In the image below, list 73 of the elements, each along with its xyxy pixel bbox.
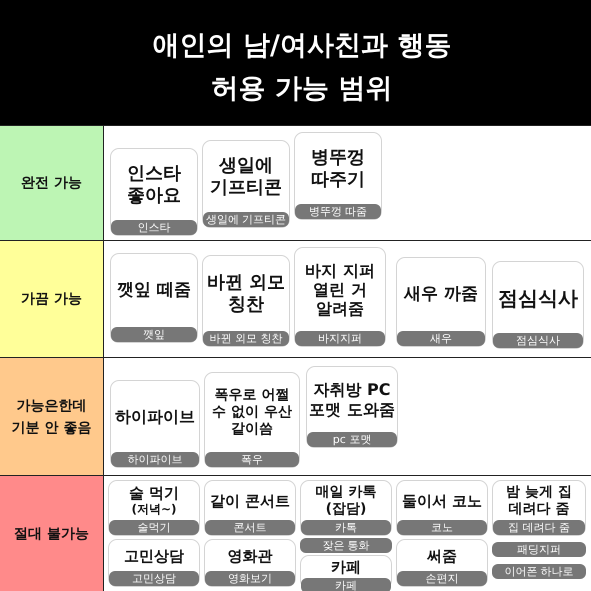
caption-tag: 잦은 통화 <box>300 538 392 553</box>
card-title: 생일에 기프티콘 <box>209 154 283 198</box>
item-card <box>110 148 198 236</box>
item-card <box>396 539 488 587</box>
card-title: 자취방 PC 포맷 도와줌 <box>309 380 395 419</box>
item-card <box>204 539 296 587</box>
caption-tag: 패딩지퍼 <box>492 542 586 557</box>
tier-label: 가능은한데 기분 안 좋음 <box>0 358 104 475</box>
item-card <box>108 539 200 587</box>
item-card <box>492 261 584 349</box>
tier-row <box>0 125 591 240</box>
caption-tag: 집 데려다 줌 <box>493 520 585 535</box>
item-card <box>492 480 586 536</box>
item-card <box>396 480 488 536</box>
caption-tag: 생일에 기프티콘 <box>203 212 289 227</box>
card-title: 하이파이브 <box>115 406 195 426</box>
caption-tag: 고민상담 <box>109 571 199 586</box>
caption-tag: 카페 <box>301 578 391 591</box>
item-card <box>396 257 486 347</box>
card-title: 써줌 <box>427 546 457 564</box>
card-title: 고민상담 <box>124 546 184 564</box>
item-card <box>202 140 290 228</box>
item-card <box>108 480 200 536</box>
item-card <box>306 366 398 448</box>
caption-tag: 바지지퍼 <box>295 331 385 346</box>
title: 애인의 남/여사친과 행동 허용 가능 범위 <box>152 29 452 106</box>
caption-tag: 바뀐 외모 칭찬 <box>203 331 289 346</box>
tier-row <box>0 475 591 591</box>
card-title: 깻잎 떼줌 <box>117 280 191 301</box>
caption-tag: 새우 <box>397 331 485 346</box>
tier-row <box>0 240 591 357</box>
caption-tag: 영화보기 <box>205 571 295 586</box>
tier-label: 가끔 가능 <box>0 241 104 357</box>
card-title: 영화관 <box>228 546 272 564</box>
item-card <box>300 555 392 589</box>
item-card <box>110 380 200 468</box>
card-title: 새우 까줌 <box>404 284 478 305</box>
card-title: 바뀐 외모 칭찬 <box>206 272 286 316</box>
card-title: 바지 지퍼 열린 거 알려줌 <box>304 260 376 318</box>
caption-tag: 하이파이브 <box>111 452 199 467</box>
item-card <box>110 253 198 343</box>
caption-tag: 카톡 <box>301 520 391 535</box>
caption-tag: 손편지 <box>397 571 487 586</box>
card-subtitle: (저녁~) <box>131 502 177 517</box>
item-card <box>202 255 290 347</box>
card-title: 매일 카톡 (잡담) <box>314 484 378 518</box>
card-title: 둘이서 코노 <box>402 492 482 510</box>
card-title: 점심식사 <box>498 286 578 310</box>
card-title: 카페 <box>331 558 361 576</box>
caption-tag: 코노 <box>397 520 487 535</box>
item-card <box>204 480 296 536</box>
caption-tag: 깻잎 <box>111 327 197 342</box>
item-card <box>294 247 386 347</box>
caption-tag: 술먹기 <box>109 520 199 535</box>
tier-row <box>0 357 591 475</box>
caption-tag: 점심식사 <box>493 333 583 348</box>
caption-tag: 콘서트 <box>205 520 295 535</box>
item-card <box>300 480 392 536</box>
item-card <box>294 132 382 220</box>
tier-label: 절대 불가능 <box>0 476 104 591</box>
card-title: 술 먹기 <box>128 484 180 502</box>
caption-tag: 이어폰 하나로 <box>492 564 586 579</box>
card-title: 병뚜껑 따주기 <box>310 146 366 190</box>
caption-tag: 폭우 <box>205 452 299 467</box>
item-card <box>204 372 300 468</box>
card-title: 폭우로 어쩔 수 없이 우산 같이씀 <box>211 387 293 438</box>
caption-tag: 병뚜껑 따줌 <box>295 204 381 219</box>
tier-label: 완전 가능 <box>0 126 104 240</box>
card-title: 밤 늦게 집 데려다 줌 <box>505 484 573 518</box>
caption-tag: 인스타 <box>111 220 197 235</box>
caption-tag: pc 포맷 <box>307 432 397 447</box>
card-title: 인스타 좋아요 <box>126 162 182 206</box>
card-title: 같이 콘서트 <box>210 492 290 510</box>
